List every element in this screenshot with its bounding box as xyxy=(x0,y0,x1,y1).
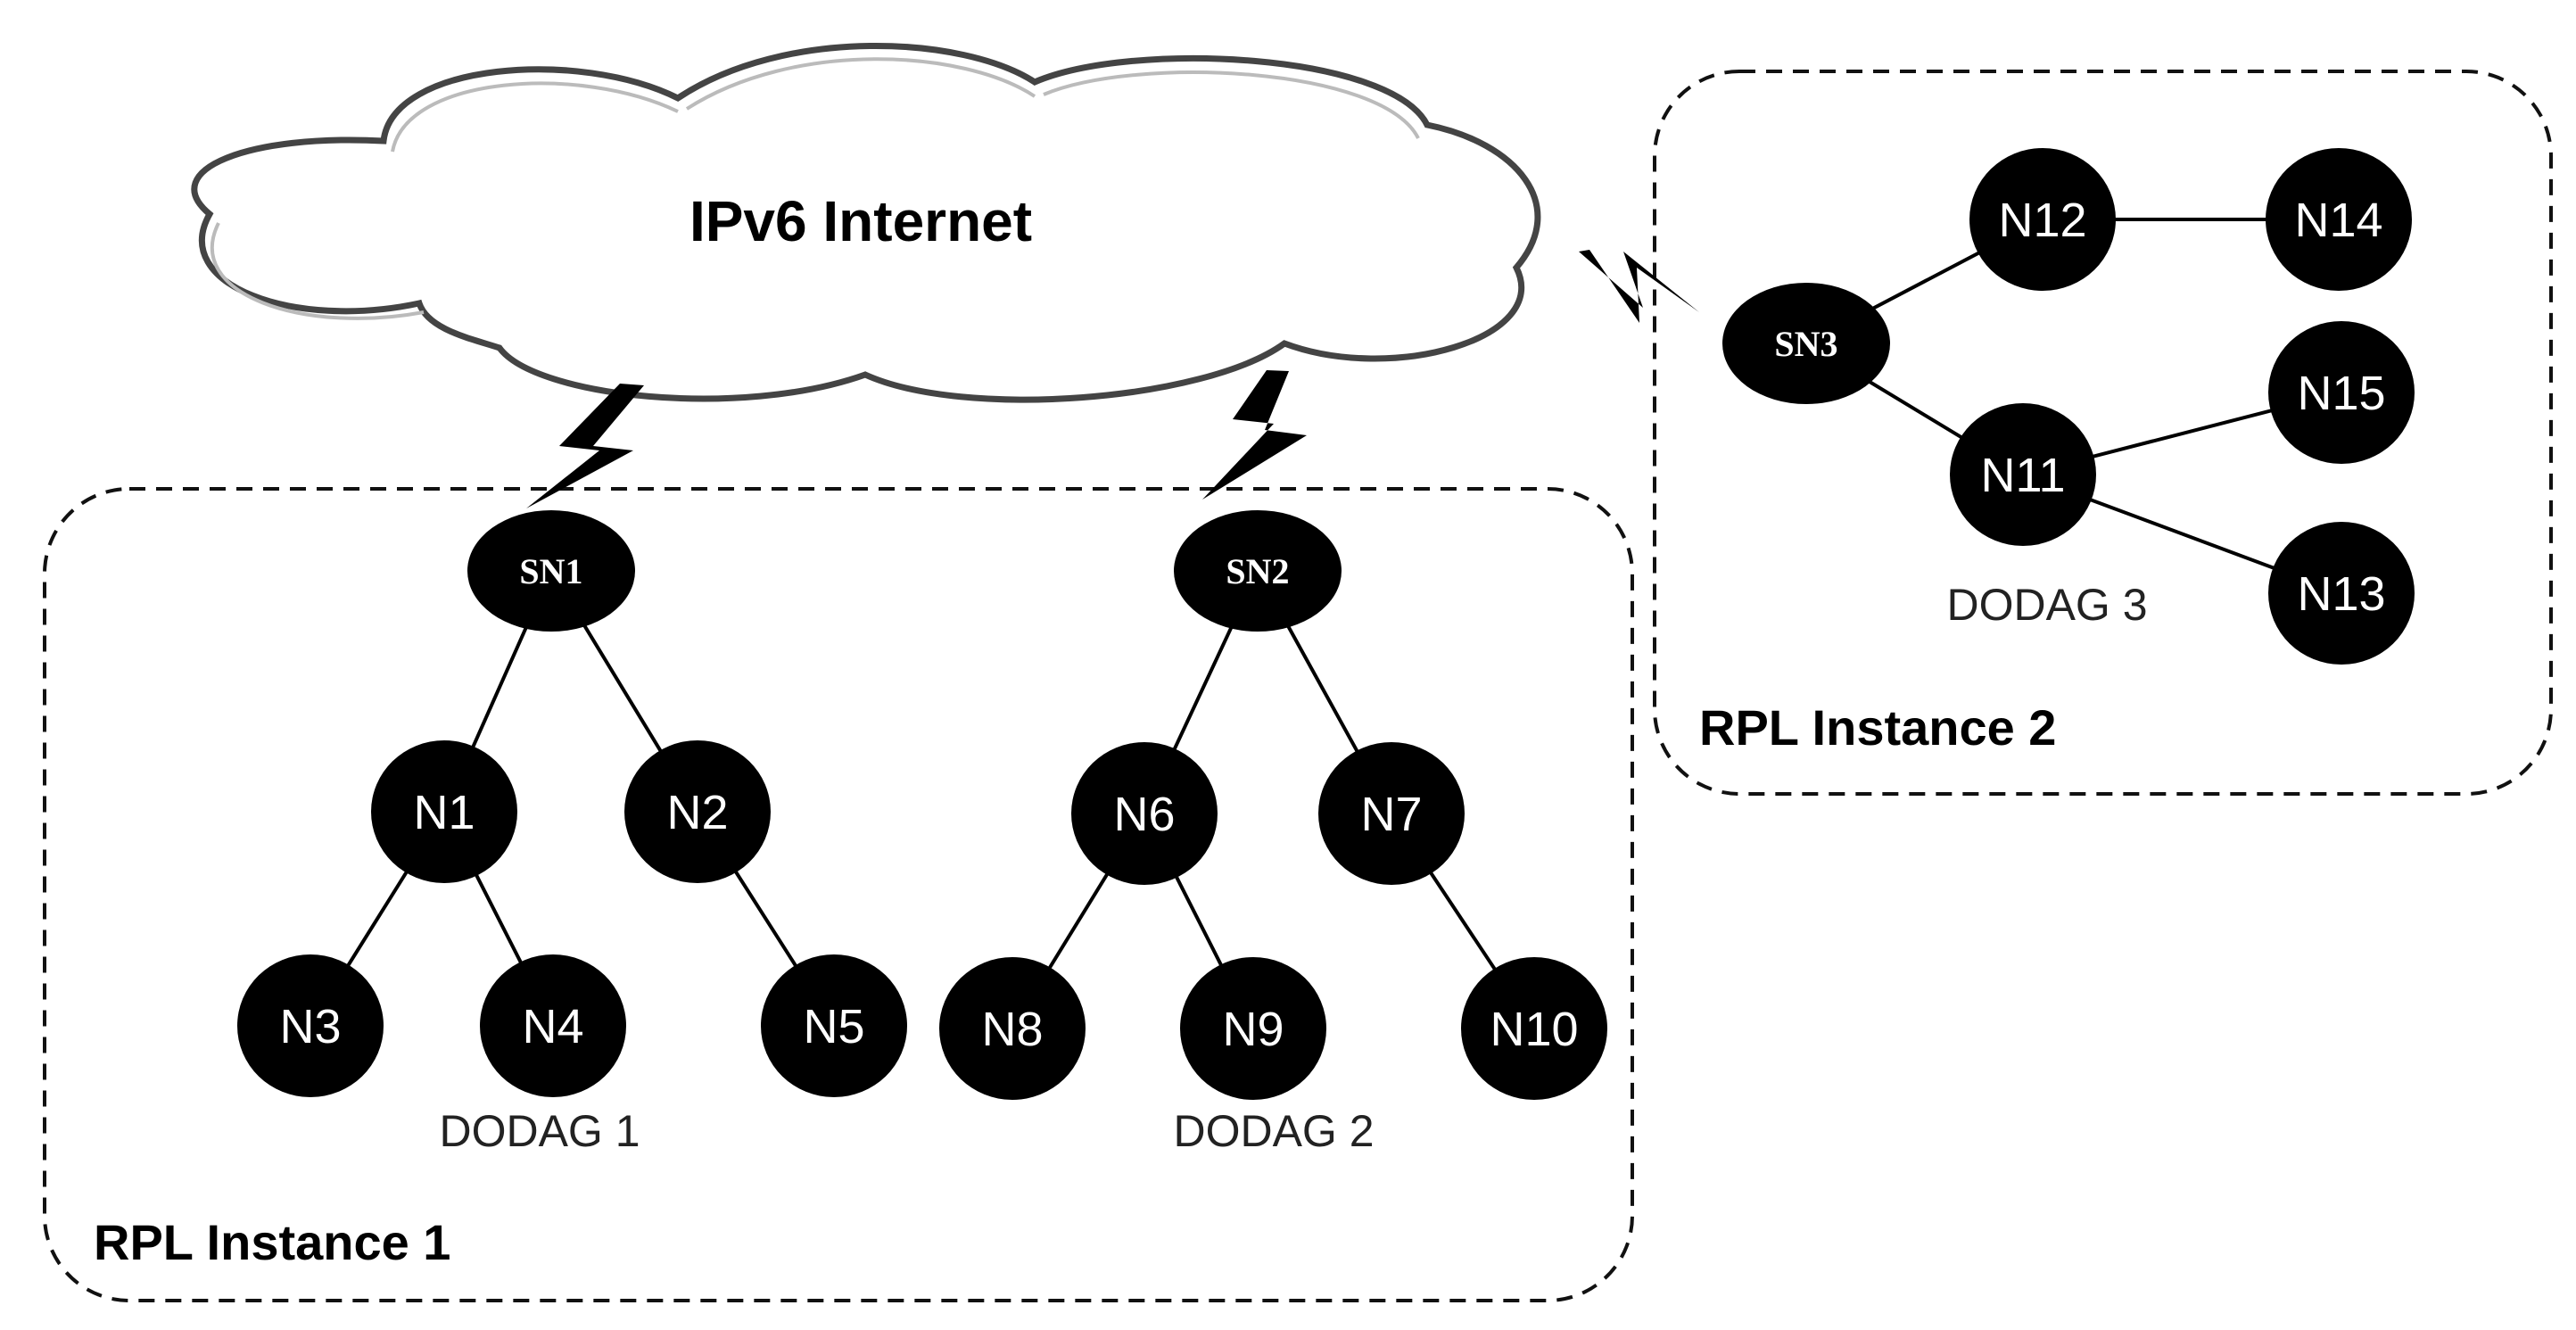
node-n10-shape xyxy=(1461,957,1607,1100)
node-n9-label: N9 xyxy=(1222,1003,1284,1056)
wireless-links xyxy=(526,250,1699,508)
node-n14-label: N14 xyxy=(2294,194,2382,247)
node-sn3: SN3 xyxy=(1722,283,1890,404)
wireless-link-sn1-icon xyxy=(526,384,644,508)
node-n9-shape xyxy=(1180,957,1326,1100)
node-sn2-shape xyxy=(1174,510,1342,632)
node-n4: N4 xyxy=(480,954,626,1097)
node-n14: N14 xyxy=(2266,148,2412,291)
node-n12: N12 xyxy=(1969,148,2116,291)
node-sn3-shape xyxy=(1722,283,1890,404)
node-n8: N8 xyxy=(939,957,1086,1100)
node-n1-label: N1 xyxy=(413,786,475,839)
rpl-instance-1-label: RPL Instance 1 xyxy=(94,1214,450,1270)
node-n11-shape xyxy=(1950,403,2096,546)
node-n8-label: N8 xyxy=(981,1003,1043,1056)
node-sn1-shape xyxy=(467,510,635,632)
node-n1-shape xyxy=(371,740,517,883)
node-n15-shape xyxy=(2268,321,2415,464)
wireless-link-sn3-icon xyxy=(1579,250,1699,323)
cloud-title: IPv6 Internet xyxy=(689,189,1032,253)
node-n13-shape xyxy=(2268,522,2415,665)
node-n14-shape xyxy=(2266,148,2412,291)
internet-cloud: IPv6 Internet xyxy=(191,42,1541,403)
node-n12-shape xyxy=(1969,148,2116,291)
node-n9: N9 xyxy=(1180,957,1326,1100)
rpl-instance-1-box xyxy=(43,487,1634,1302)
node-n5-shape xyxy=(761,954,907,1097)
node-sn3-label: SN3 xyxy=(1774,324,1837,364)
node-n3: N3 xyxy=(237,954,384,1097)
dodag-1-label: DODAG 1 xyxy=(439,1106,640,1156)
node-n2-shape xyxy=(624,740,771,883)
node-sn2: SN2 xyxy=(1174,510,1342,632)
node-n7: N7 xyxy=(1318,742,1465,885)
node-n13-label: N13 xyxy=(2297,567,2385,621)
node-n11-label: N11 xyxy=(1980,449,2065,502)
rpl-instance-2-label: RPL Instance 2 xyxy=(1699,699,2056,756)
node-n7-label: N7 xyxy=(1360,788,1422,841)
node-n4-label: N4 xyxy=(522,1000,583,1053)
node-n2: N2 xyxy=(624,740,771,883)
node-n5: N5 xyxy=(761,954,907,1097)
node-n7-shape xyxy=(1318,742,1465,885)
wireless-link-sn2-icon xyxy=(1202,370,1307,500)
node-n12-label: N12 xyxy=(1998,194,2086,247)
node-n6-shape xyxy=(1071,742,1218,885)
node-n5-label: N5 xyxy=(803,1000,864,1053)
node-n8-shape xyxy=(939,957,1086,1100)
node-n1: N1 xyxy=(371,740,517,883)
node-n13: N13 xyxy=(2268,522,2415,665)
node-n15-label: N15 xyxy=(2297,367,2385,420)
node-n10: N10 xyxy=(1461,957,1607,1100)
cloud-shape xyxy=(191,42,1541,403)
node-n3-label: N3 xyxy=(279,1000,341,1053)
rpl-instance-2-box xyxy=(1653,70,2553,796)
dodag-2-label: DODAG 2 xyxy=(1173,1106,1374,1156)
node-sn1-label: SN1 xyxy=(519,551,582,591)
node-n6-label: N6 xyxy=(1113,788,1175,841)
node-sn2-label: SN2 xyxy=(1226,551,1289,591)
dodag-3-label: DODAG 3 xyxy=(1946,580,2147,630)
node-n15: N15 xyxy=(2268,321,2415,464)
node-n11: N11 xyxy=(1950,403,2096,546)
node-sn1: SN1 xyxy=(467,510,635,632)
node-n4-shape xyxy=(480,954,626,1097)
node-n2-label: N2 xyxy=(666,786,728,839)
node-n10-label: N10 xyxy=(1490,1003,1578,1056)
node-n3-shape xyxy=(237,954,384,1097)
node-n6: N6 xyxy=(1071,742,1218,885)
